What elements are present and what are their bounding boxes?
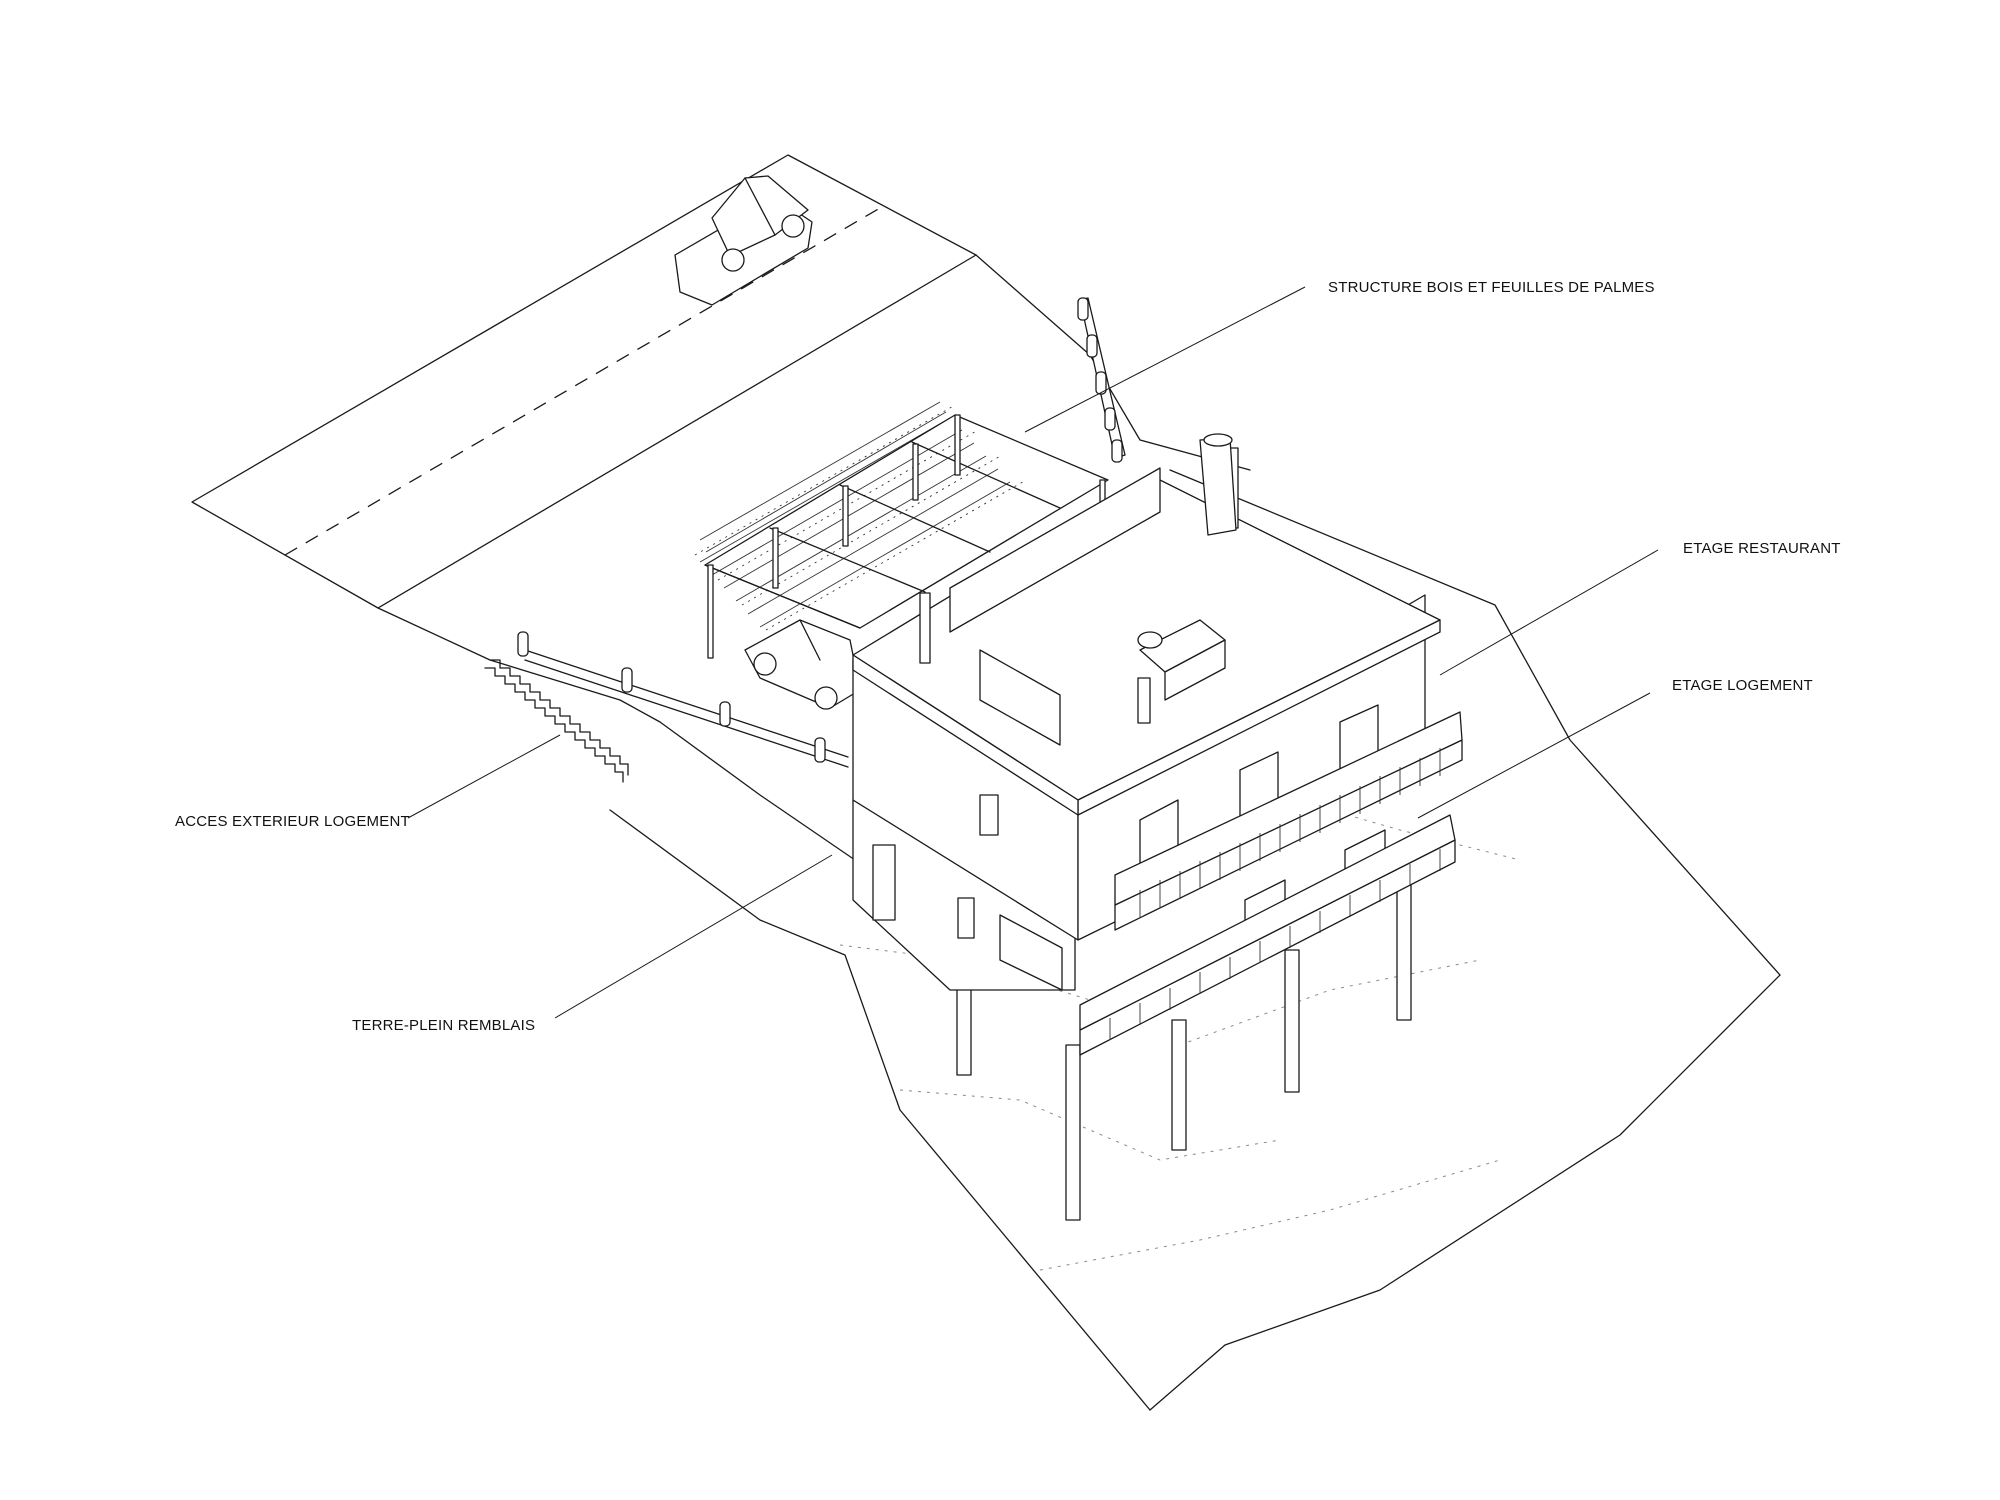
pile bbox=[956, 984, 972, 1076]
fence bbox=[517, 631, 849, 768]
leader-lines bbox=[407, 286, 1659, 1019]
window bbox=[957, 897, 975, 939]
pile bbox=[1396, 879, 1412, 1021]
leader-structure-bois bbox=[1024, 286, 1306, 433]
label-etage-logement: ETAGE LOGEMENT bbox=[1672, 677, 1813, 694]
car-on-road bbox=[674, 175, 813, 306]
roof-sign-panel bbox=[979, 649, 1061, 746]
door bbox=[872, 844, 896, 921]
leader-etage-logement bbox=[1417, 692, 1651, 819]
roof-elements bbox=[919, 433, 1239, 746]
contour-line bbox=[1179, 959, 1481, 1046]
leader-etage-restaurant bbox=[1439, 549, 1659, 676]
leader-acces-exterieur bbox=[407, 734, 561, 819]
leader-terre-plein bbox=[554, 854, 833, 1019]
window bbox=[999, 914, 1063, 991]
contour-line bbox=[1039, 1159, 1501, 1271]
car-under-carport bbox=[744, 619, 861, 710]
road bbox=[191, 154, 1091, 609]
exterior-stairs bbox=[484, 659, 629, 783]
contour-line bbox=[1259, 789, 1521, 861]
window bbox=[979, 794, 999, 836]
label-acces-exterieur: ACCES EXTERIEUR LOGEMENT bbox=[175, 813, 410, 830]
palm-leaf-carport bbox=[694, 401, 1109, 659]
label-structure-bois: STRUCTURE BOIS ET FEUILLES DE PALMES bbox=[1328, 279, 1655, 296]
pile bbox=[1284, 949, 1300, 1093]
label-terre-plein: TERRE-PLEIN REMBLAIS bbox=[352, 1017, 535, 1034]
roof-sign bbox=[949, 467, 1161, 633]
palm-tree bbox=[1077, 297, 1126, 463]
label-etage-restaurant: ETAGE RESTAURANT bbox=[1683, 540, 1841, 557]
pile bbox=[1065, 1044, 1081, 1221]
contour-line bbox=[899, 1089, 1281, 1161]
road-center-line bbox=[284, 207, 881, 556]
pile bbox=[1171, 1019, 1187, 1151]
building bbox=[852, 474, 1463, 1221]
